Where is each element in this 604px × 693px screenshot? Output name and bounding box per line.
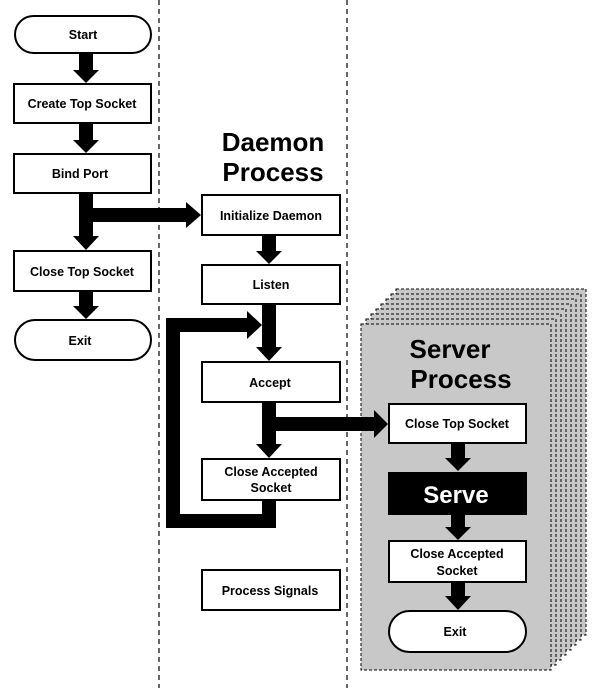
initialize-daemon-box: Initialize Daemon — [201, 194, 341, 236]
server-close-accepted-label-line1: Close Accepted — [410, 547, 503, 561]
create-top-socket-box: Create Top Socket — [13, 83, 152, 124]
listen-label: Listen — [253, 278, 290, 292]
arrow-loop-back — [166, 311, 276, 528]
arrow-create-to-bind — [73, 124, 99, 153]
arrow-init-to-listen — [256, 235, 282, 264]
close-accepted-label-line2: Socket — [251, 481, 293, 495]
arrow-server-close-to-serve — [445, 443, 471, 471]
bind-port-box: Bind Port — [13, 153, 152, 194]
bind-port-label: Bind Port — [52, 167, 109, 181]
daemon-title-line2: Process — [222, 157, 323, 187]
create-top-socket-label: Create Top Socket — [28, 97, 138, 111]
daemon-title-line1: Daemon — [222, 127, 325, 157]
serve-label: Serve — [423, 482, 488, 509]
arrow-start-to-create — [73, 54, 99, 83]
close-accepted-label-line1: Close Accepted — [224, 465, 317, 479]
server-exit-label: Exit — [444, 625, 468, 639]
server-lane: Server Process Close Top Socket Serve Cl… — [388, 334, 527, 653]
server-exit-node: Exit — [388, 610, 527, 653]
accept-box: Accept — [201, 361, 341, 403]
start-label: Start — [69, 28, 98, 42]
server-close-accepted-label-line2: Socket — [437, 564, 479, 578]
server-close-top-socket-box: Close Top Socket — [388, 403, 527, 444]
arrow-serve-to-close-accepted — [445, 514, 471, 540]
serve-box: Serve — [388, 472, 527, 515]
server-title-line1: Server — [410, 334, 491, 364]
listen-box: Listen — [201, 264, 341, 305]
arrow-close-to-exit — [73, 291, 99, 319]
process-signals-label: Process Signals — [222, 584, 319, 598]
arrow-listen-to-accept — [256, 304, 282, 361]
server-title-line2: Process — [410, 364, 511, 394]
initialize-daemon-label: Initialize Daemon — [220, 209, 322, 223]
exit-node: Exit — [14, 319, 152, 361]
close-accepted-socket-box: Close Accepted Socket — [201, 458, 341, 501]
exit-label: Exit — [69, 334, 93, 348]
close-top-socket-label: Close Top Socket — [30, 265, 135, 279]
start-node: Start — [14, 15, 152, 54]
server-close-accepted-box: Close Accepted Socket — [388, 540, 527, 583]
accept-label: Accept — [249, 376, 292, 390]
arrow-bind-to-daemon — [86, 202, 201, 228]
close-top-socket-box: Close Top Socket — [13, 250, 152, 292]
main-flow: Start Create Top Socket Bind Port Close … — [13, 15, 152, 361]
arrow-server-close-to-exit — [445, 582, 471, 610]
server-close-top-socket-label: Close Top Socket — [405, 417, 510, 431]
process-signals-box: Process Signals — [201, 569, 341, 611]
daemon-lane: Daemon Process Initialize Daemon Listen … — [201, 127, 341, 611]
arrow-accept-to-server — [269, 410, 388, 438]
connectors — [73, 54, 471, 610]
